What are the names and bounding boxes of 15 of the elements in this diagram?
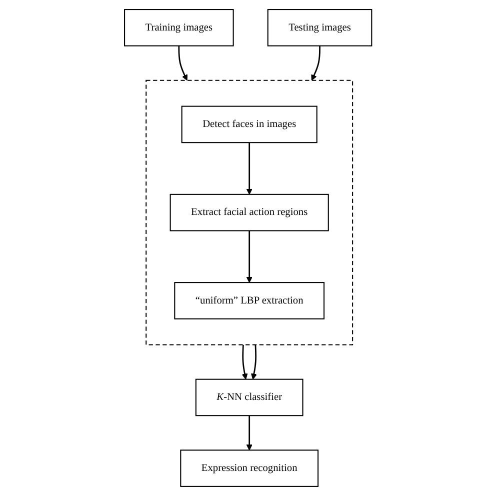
arrow — [312, 46, 321, 81]
arrow — [246, 142, 253, 195]
arrow — [246, 416, 253, 450]
node-box: “uniform” LBP extraction — [174, 282, 325, 320]
node-box: K-NN classifier — [196, 378, 304, 416]
cluster — [146, 80, 354, 346]
node-box: Testing images — [268, 9, 373, 46]
arrow — [242, 344, 248, 380]
node-box: Expression recognition — [180, 450, 319, 487]
arrow — [178, 46, 188, 81]
arrow — [251, 344, 258, 380]
node-box: Training images — [124, 9, 234, 46]
node-box: Detect faces in images — [182, 106, 318, 144]
arrow — [246, 230, 253, 283]
node-box: Extract facial action regions — [170, 194, 330, 232]
